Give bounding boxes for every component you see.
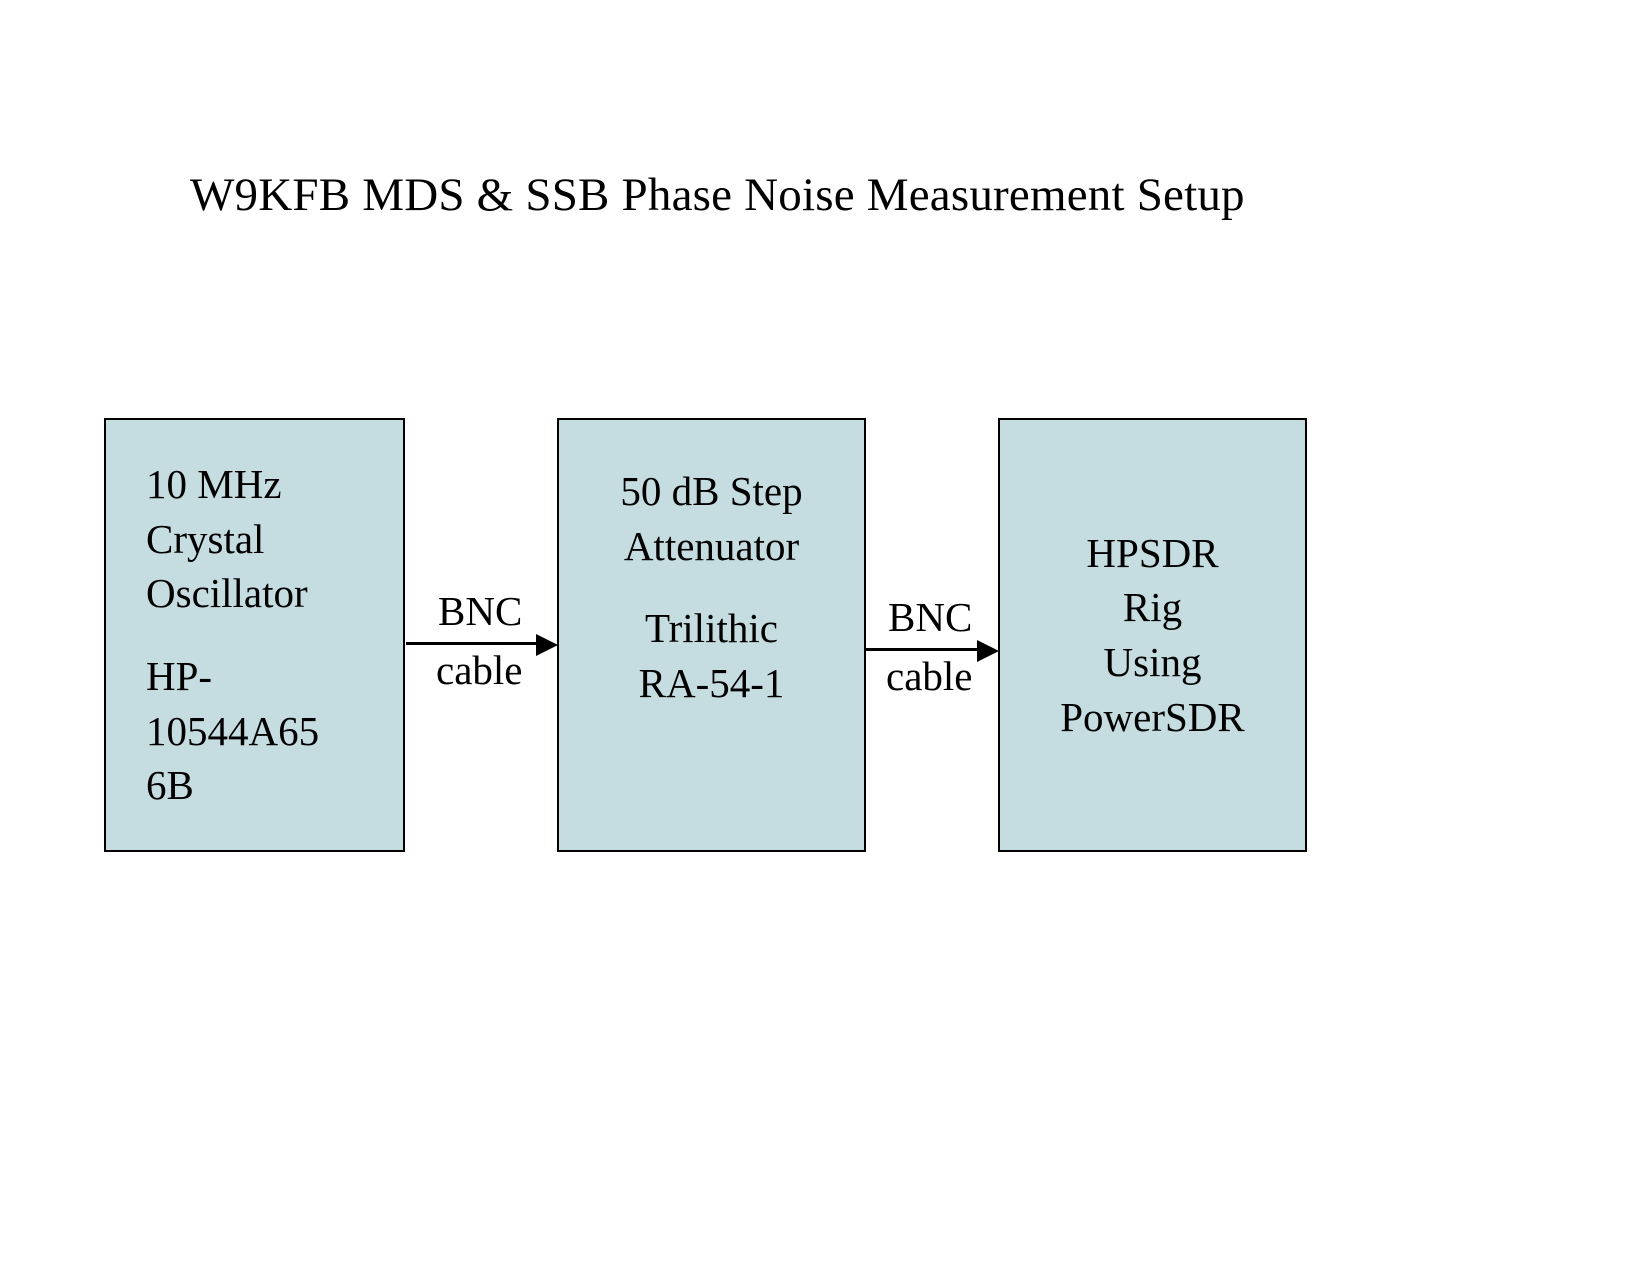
page-title: W9KFB MDS & SSB Phase Noise Measurement …: [190, 169, 1245, 221]
block-hpsdr-rig-line-4: PowerSDR: [1060, 693, 1245, 740]
connector-1-label-bnc: BNC: [438, 588, 523, 634]
block-oscillator-line-3: Oscillator: [146, 570, 308, 617]
block-hpsdr-rig[interactable]: HPSDR Rig Using PowerSDR: [998, 418, 1307, 852]
block-hpsdr-rig-line-1: HPSDR: [1086, 529, 1219, 576]
block-attenuator-line-3: Trilithic: [645, 605, 778, 652]
connector-1-label-cable: cable: [436, 647, 523, 693]
block-hpsdr-rig-line-2: Rig: [1122, 584, 1183, 631]
block-hpsdr-rig-line-3: Using: [1103, 639, 1202, 685]
block-oscillator-line-6: 6B: [146, 762, 194, 809]
block-attenuator-line-2: Attenuator: [623, 522, 800, 569]
block-attenuator-line-4: RA-54-1: [638, 659, 785, 706]
block-attenuator-top-pad: [569, 420, 854, 464]
block-attenuator-blank-line: [569, 573, 854, 601]
block-oscillator[interactable]: 10 MHz Crystal Oscillator HP- 10544A65 6…: [104, 418, 405, 852]
arrow-head-icon: [977, 640, 999, 662]
block-attenuator-line-1: 50 dB Step: [620, 468, 803, 514]
block-oscillator-line-5: 10544A65: [146, 707, 320, 754]
block-oscillator-line-2: Crystal: [146, 515, 265, 562]
connector-line: [406, 642, 538, 645]
block-oscillator-line-4: HP-: [146, 653, 213, 699]
connector-line: [866, 648, 979, 651]
connector-2-label-cable: cable: [886, 653, 973, 699]
block-attenuator[interactable]: 50 dB Step Attenuator Trilithic RA-54-1: [557, 418, 866, 852]
block-oscillator-line-1: 10 MHz: [146, 461, 282, 508]
block-oscillator-blank-line: [146, 621, 397, 649]
connector-2-label-bnc: BNC: [888, 594, 973, 640]
arrow-head-icon: [536, 634, 558, 656]
